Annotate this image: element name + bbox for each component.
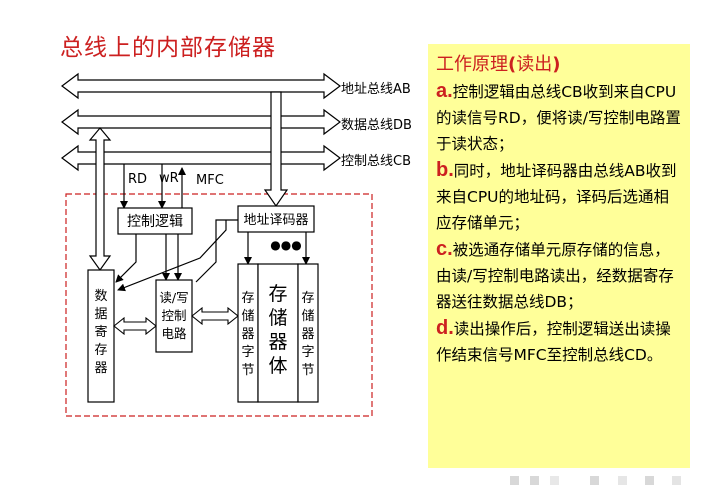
working-principle-panel: 工作原理(读出) a.控制逻辑由总线CB收到来自CPU的读信号RD，便将读/写控… <box>428 44 690 468</box>
panel-title-read: 读出 <box>516 54 553 75</box>
logic-to-register-line <box>115 234 137 283</box>
address-bus-arrow <box>61 72 341 100</box>
item-letter: a. <box>436 80 453 102</box>
wr-label: wR <box>159 171 179 186</box>
byte-left-char: 器 <box>241 327 254 342</box>
rw-circuit-label: 读/写 控制 电路 <box>159 290 188 341</box>
bottom-decoration-strip <box>440 470 703 491</box>
rd-label: RD <box>128 172 147 187</box>
byte-left-char: 存 <box>241 291 254 306</box>
data-bus-label: 数据总线DB <box>341 118 412 133</box>
data-register-char: 存 <box>94 343 107 358</box>
byte-left-char: 储 <box>241 309 254 324</box>
panel-title-main: 工作原理 <box>436 54 508 75</box>
principle-item-c: c.被选通存储单元原存储的信息，由读/写控制电路读出，经数据寄存器送往数据总线D… <box>436 236 684 315</box>
byte-right-char: 字 <box>301 345 314 360</box>
panel-title: 工作原理(读出) <box>436 50 684 76</box>
control-bus-label: 控制总线CB <box>341 154 411 169</box>
memory-byte-left-label: 存 储 器 字 节 <box>241 291 254 378</box>
rw-memory-arrow <box>191 306 239 326</box>
memory-module-border <box>65 193 373 417</box>
address-decoder-box <box>237 205 315 233</box>
panel-title-paren-open: ( <box>508 54 517 75</box>
memory-body-char: 储 <box>268 307 287 329</box>
memory-body-label: 存 储 器 体 <box>268 283 287 377</box>
data-register-label: 数 据 寄 存 器 <box>94 289 107 376</box>
rw-circuit-line: 电路 <box>161 326 187 341</box>
item-text: 控制逻辑由总线CB收到来自CPU的读信号RD，便将读/写控制电路置于读状态； <box>436 83 681 153</box>
data-bus-arrow <box>61 108 341 136</box>
principle-item-a: a.控制逻辑由总线CB收到来自CPU的读信号RD，便将读/写控制电路置于读状态； <box>436 78 684 157</box>
control-logic-box <box>117 207 193 235</box>
control-logic-label: 控制逻辑 <box>127 214 183 230</box>
data-register-bus-arrow <box>88 127 112 272</box>
item-letter: b. <box>436 159 454 181</box>
byte-left-char: 字 <box>241 345 254 360</box>
data-register-char: 器 <box>94 361 107 376</box>
memory-byte-right-label: 存 储 器 字 节 <box>301 291 314 378</box>
decoder-output-dots: ●●● <box>270 238 301 252</box>
memory-body-char: 体 <box>268 355 287 377</box>
data-register-char: 寄 <box>94 324 107 340</box>
item-letter: c. <box>436 238 453 260</box>
byte-left-char: 节 <box>241 363 254 378</box>
address-decoder-label: 地址译码器 <box>243 213 308 228</box>
page-title: 总线上的内部存储器 <box>60 35 276 61</box>
rw-circuit-line: 控制 <box>161 308 186 323</box>
data-register-char: 数 <box>94 289 107 304</box>
address-decoder-bus-arrow <box>263 91 289 208</box>
data-register-char: 据 <box>94 307 107 322</box>
data-register-box <box>87 269 115 403</box>
principle-item-d: d.读出操作后，控制逻辑送出读操作结束信号MFC至控制总线CD。 <box>436 315 684 368</box>
item-text: 被选通存储单元原存储的信息，由读/写控制电路读出，经数据寄存器送往数据总线DB； <box>436 241 674 311</box>
mfc-label: MFC <box>196 173 224 188</box>
panel-title-paren-close: ) <box>552 54 561 75</box>
address-bus-label: 地址总线AB <box>341 82 411 97</box>
rw-circuit-box <box>155 279 193 353</box>
memory-body-char: 存 <box>268 283 287 305</box>
principle-item-b: b.同时，地址译码器由总线AB收到来自CPU的地址码，译码后选通相应存储单元； <box>436 157 684 236</box>
decoder-to-register-line <box>117 220 227 292</box>
item-text: 读出操作后，控制逻辑送出读操作结束信号MFC至控制总线CD。 <box>436 320 671 364</box>
register-rw-arrow <box>113 316 157 336</box>
byte-right-char: 节 <box>301 363 314 378</box>
byte-right-char: 器 <box>301 327 314 342</box>
memory-byte-right-box <box>297 263 319 403</box>
item-text: 同时，地址译码器由总线AB收到来自CPU的地址码，译码后选通相应存储单元； <box>436 162 677 232</box>
rw-circuit-line: 读/写 <box>159 290 188 305</box>
decoder-to-logic-line <box>195 219 238 283</box>
byte-right-char: 存 <box>301 291 314 306</box>
byte-right-char: 储 <box>301 309 314 324</box>
memory-body-char: 器 <box>268 331 287 353</box>
item-letter: d. <box>436 317 454 339</box>
memory-body-box <box>257 263 299 403</box>
